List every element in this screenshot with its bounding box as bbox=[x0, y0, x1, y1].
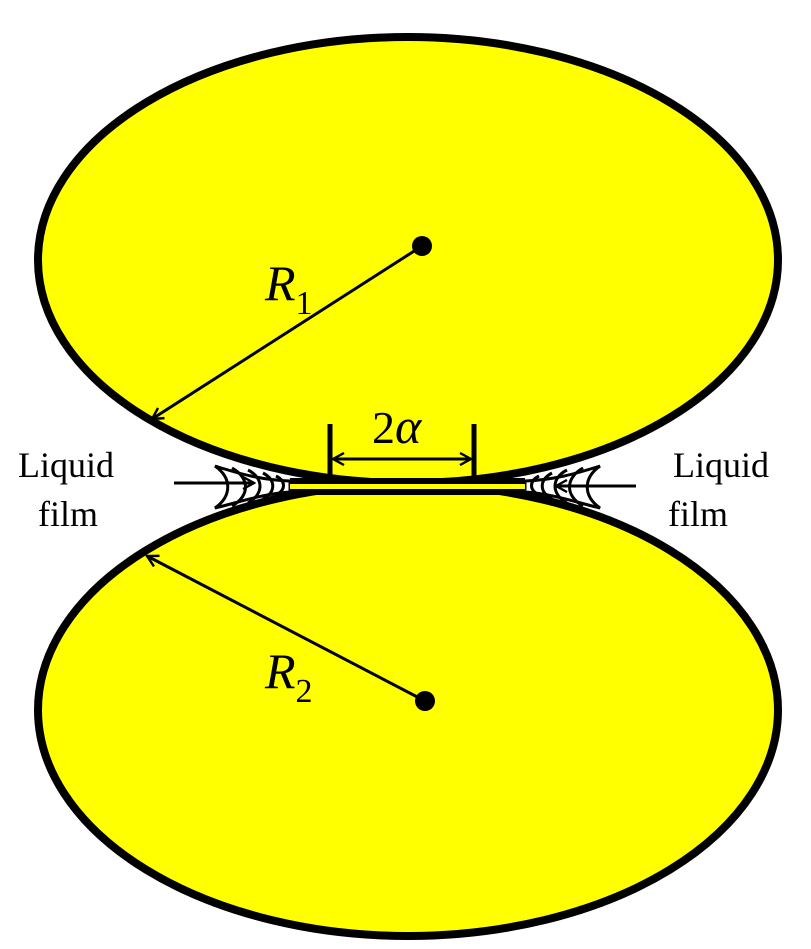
radius-r1-arrow bbox=[152, 244, 423, 419]
left-film-label-line1: Liquid bbox=[18, 445, 114, 485]
radius-r2-label: R2 bbox=[264, 643, 313, 710]
radius-r2-arrow bbox=[147, 556, 426, 703]
left-film-label-line2: film bbox=[38, 494, 98, 534]
right-film-label-line2: film bbox=[668, 494, 728, 534]
contact-width-label: 2α bbox=[372, 398, 423, 454]
lower-particle bbox=[34, 480, 782, 940]
right-film-label-line1: Liquid bbox=[673, 445, 769, 485]
radius-r1-label: R1 bbox=[264, 255, 313, 322]
